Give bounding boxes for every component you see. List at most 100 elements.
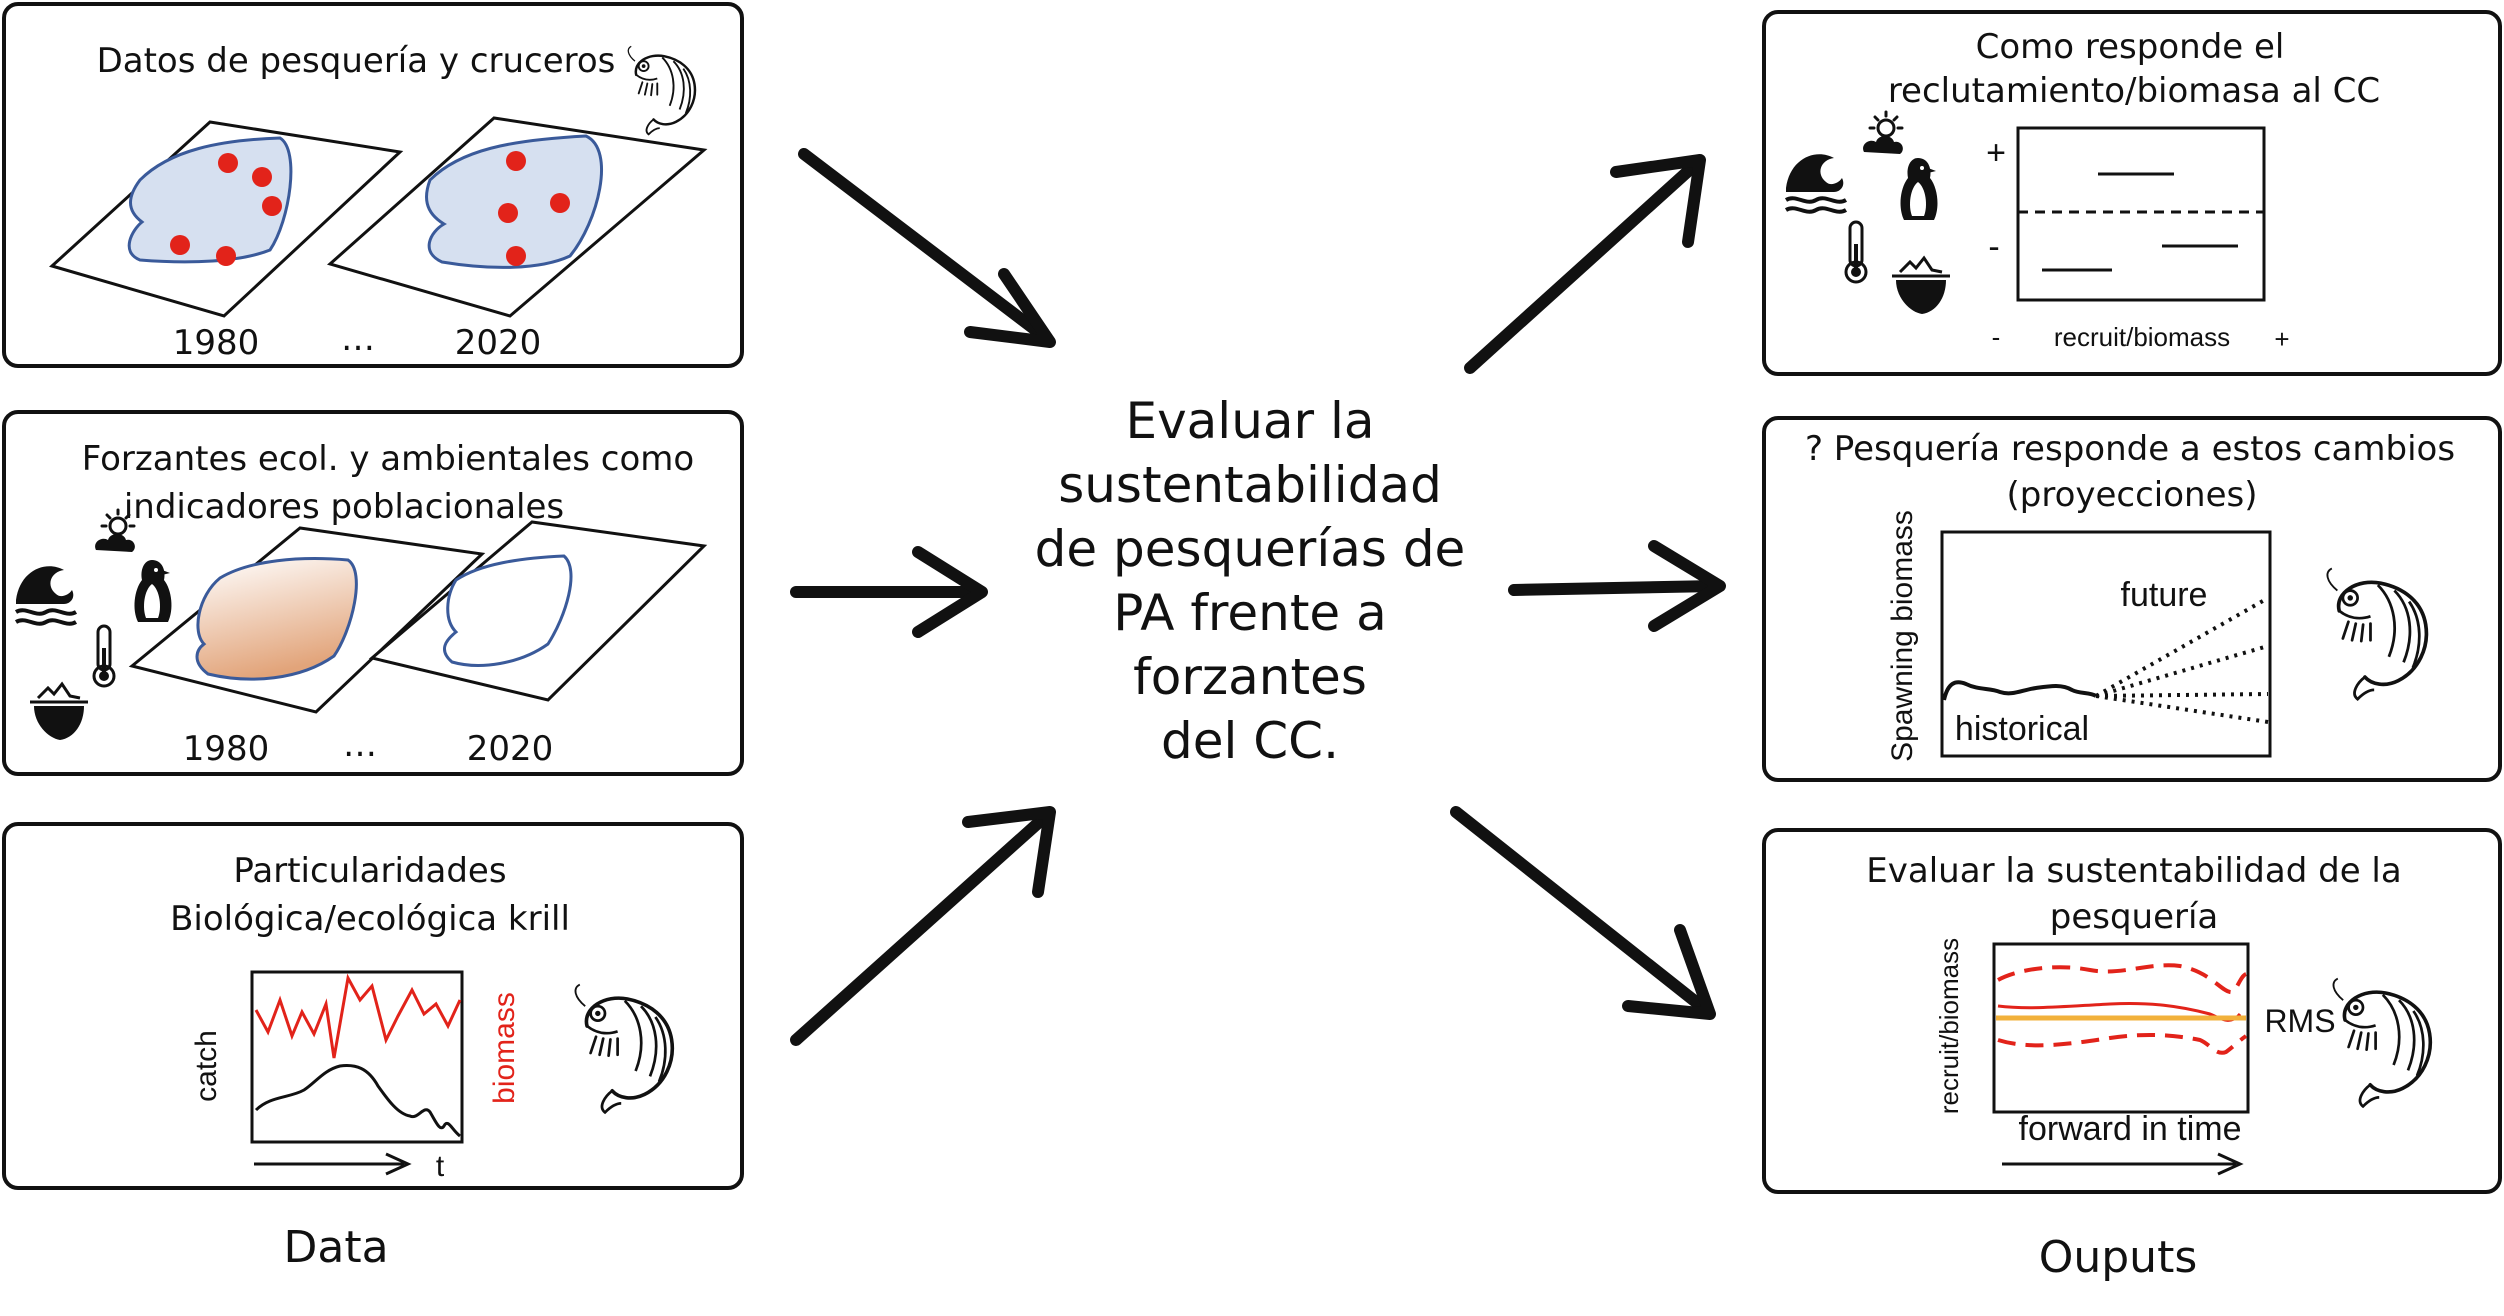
habitat-area-1980 — [195, 557, 358, 681]
survey-point — [170, 235, 190, 255]
wave-icon — [14, 564, 78, 626]
panel-frame — [1762, 416, 2502, 782]
survey-point — [498, 203, 518, 223]
panel-title: Biológica/ecológica krill — [170, 899, 570, 939]
column-label-outputs: Ouputs — [2039, 1232, 2198, 1283]
center-text-line: forzantes — [1133, 648, 1367, 706]
panel-title: (proyecciones) — [2007, 475, 2258, 515]
center-text-line: de pesquerías de — [1035, 520, 1466, 578]
panel-title: ? Pesquería responde a estos cambios — [1805, 429, 2455, 469]
survey-point — [506, 151, 526, 171]
projection-fan — [2095, 596, 2269, 724]
center-text-line: sustentabilidad — [1058, 456, 1442, 514]
x-axis-label: recruit/biomass — [2054, 322, 2230, 352]
panel-title: Como responde el — [1976, 27, 2285, 67]
arrow-data-to-center — [798, 148, 1056, 348]
x-minus-label: - — [1992, 322, 2001, 352]
projection-line — [2095, 596, 2269, 698]
thermometer-icon — [1844, 220, 1868, 284]
penguin-icon — [134, 560, 172, 622]
panel-sustainability-assessment: Evaluar la sustentabilidad de la pesquer… — [1762, 828, 2502, 1194]
shrimp-icon — [2325, 566, 2429, 701]
arrow-center-to-output — [1508, 540, 1726, 632]
panel-frame — [2, 2, 744, 368]
year-label: 1980 — [173, 323, 260, 363]
projection-line — [2095, 644, 2269, 698]
habitat-area-2020 — [442, 554, 573, 667]
center-text-line: Evaluar la — [1125, 392, 1374, 450]
year-label: 1980 — [183, 729, 270, 769]
y-minus-label: - — [1988, 228, 1999, 266]
x-plus-label: + — [2274, 324, 2289, 354]
survey-area-2020 — [425, 134, 603, 269]
panel-frame — [2, 822, 744, 1190]
panel-krill-particularities: Particularidades Biológica/ecológica kri… — [2, 822, 744, 1190]
panel-fishery-data: Datos de pesquería y cruceros 1980 … 202… — [2, 2, 744, 368]
wave-icon — [1784, 152, 1848, 214]
ellipsis-label: … — [343, 725, 377, 765]
catch-series — [254, 1064, 461, 1138]
shrimp-icon — [627, 45, 697, 136]
arrow-center-to-output — [1464, 154, 1706, 374]
panel-frame — [1762, 10, 2502, 376]
panel-title: Datos de pesquería y cruceros — [97, 41, 616, 81]
panel-recruitment-response: Como responde el reclutamiento/biomasa a… — [1762, 10, 2502, 376]
time-arrow-head — [2217, 1152, 2244, 1176]
future-label: future — [2121, 576, 2208, 614]
shrimp-icon — [573, 982, 675, 1115]
year-label: 2020 — [455, 323, 542, 363]
center-text-line: PA frente a — [1113, 584, 1386, 642]
y-axis-label-catch: catch — [190, 1030, 223, 1102]
x-axis-label: forward in time — [2019, 1110, 2242, 1148]
y-axis-label-biomass: biomass — [488, 992, 521, 1104]
panel-forcing-indicators: Forzantes ecol. y ambientales como indic… — [2, 410, 744, 776]
biomass-series — [254, 973, 462, 1059]
time-arrow-head — [385, 1152, 412, 1176]
historical-series — [1942, 680, 2098, 701]
arrow-data-to-center — [790, 806, 1056, 1046]
upper-bound-series — [1997, 963, 2248, 995]
center-text-line: del CC. — [1161, 712, 1339, 770]
arrow-center-to-output — [1450, 806, 1716, 1020]
shrimp-icon — [2331, 976, 2433, 1109]
panel-title: Evaluar la sustentabilidad de la — [1866, 851, 2401, 891]
y-plus-label: + — [1986, 134, 2006, 172]
sun-cloud-icon — [93, 508, 137, 554]
plot-frame — [250, 970, 464, 1144]
survey-point — [550, 193, 570, 213]
plot-frame — [1940, 530, 2272, 758]
rms-label: RMS — [2264, 1003, 2335, 1039]
survey-point — [218, 153, 238, 173]
sun-cloud-icon — [1861, 110, 1905, 156]
historical-label: historical — [1955, 710, 2089, 748]
projection-line — [2095, 692, 2269, 698]
survey-point — [216, 246, 236, 266]
plot-frame — [2016, 126, 2266, 302]
panel-title: reclutamiento/biomasa al CC — [1888, 71, 2380, 111]
year-label: 2020 — [467, 729, 554, 769]
panel-title: Particularidades — [233, 851, 506, 891]
x-axis-label: t — [436, 1150, 445, 1183]
thermometer-icon — [92, 624, 116, 688]
y-axis-label: Spawning biomass — [1886, 510, 1919, 762]
survey-point — [252, 167, 272, 187]
center-statement: Evaluar la sustentabilidad de pesquerías… — [1035, 392, 1466, 770]
arrow-data-to-center — [790, 546, 988, 638]
column-label-data: Data — [283, 1222, 388, 1273]
flow-arrows — [790, 148, 1726, 1046]
panel-title: pesquería — [2050, 897, 2219, 937]
panel-title: indicadores poblacionales — [124, 487, 564, 527]
panel-title: Forzantes ecol. y ambientales como — [82, 439, 694, 479]
survey-point — [262, 196, 282, 216]
ellipsis-label: … — [341, 319, 375, 359]
y-axis-label: recruit/biomass — [1934, 938, 1964, 1114]
projection-line — [2095, 694, 2269, 724]
panel-frame — [2, 410, 744, 776]
lower-bound-series — [1997, 1032, 2248, 1055]
panel-frame — [1762, 828, 2502, 1194]
survey-area-1980 — [127, 136, 293, 264]
iceberg-icon — [1890, 256, 1952, 316]
survey-point — [506, 246, 526, 266]
panel-fishery-projections: ? Pesquería responde a estos cambios (pr… — [1762, 416, 2502, 782]
